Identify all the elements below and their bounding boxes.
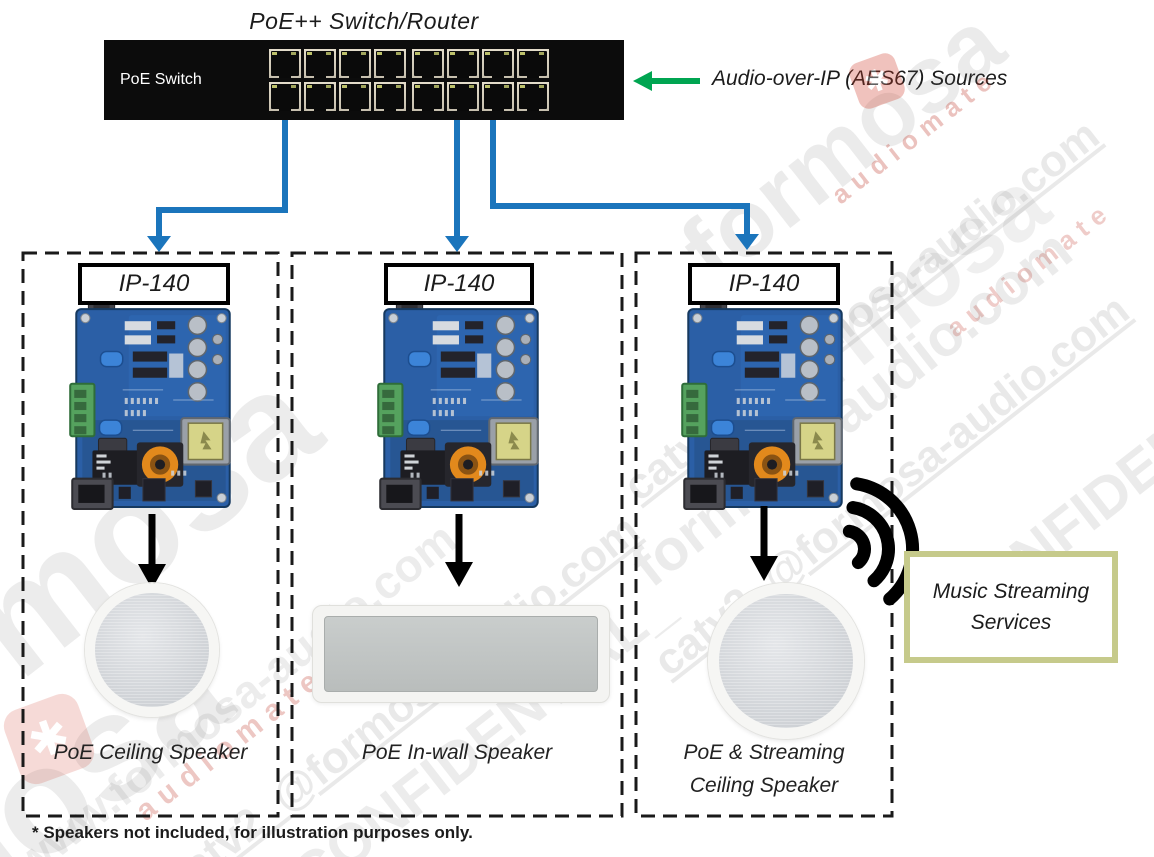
- ceiling-speaker-3: [708, 583, 864, 739]
- zone-caption-3: PoE & Streaming Ceiling Speaker: [636, 736, 892, 802]
- zone-caption-1: PoE Ceiling Speaker: [53, 741, 248, 764]
- watermark-text: formosa: [707, 149, 1068, 464]
- ceiling-speaker-1: [85, 583, 219, 717]
- rj45-port: [269, 82, 301, 111]
- poe-connector-arrowheads: [147, 234, 759, 252]
- footnote: * Speakers not included, for illustratio…: [32, 823, 473, 842]
- rj45-port-hole: [271, 84, 299, 111]
- rj45-port-hole: [306, 51, 334, 78]
- watermark-text: formosa: [662, 0, 1023, 304]
- rj45-port-hole: [414, 51, 442, 78]
- watermark-text: audiomate: [940, 194, 1119, 343]
- music-streaming-line2: Services: [970, 611, 1052, 634]
- speaker-grille: [324, 616, 598, 692]
- zone-caption-3-line1: PoE & Streaming: [683, 741, 845, 764]
- rj45-port-hole: [484, 51, 512, 78]
- rj45-port: [304, 49, 336, 78]
- poe-switch: PoE Switch: [104, 40, 624, 120]
- formosa-logo-watermark: ✱: [0, 689, 99, 789]
- rj45-port: [339, 49, 371, 78]
- rj45-port: [374, 82, 406, 111]
- ip140-pcb-3: [682, 299, 842, 509]
- rj45-port: [412, 82, 444, 111]
- sources-label: Audio-over-IP (AES67) Sources: [712, 67, 1008, 90]
- music-streaming-line1: Music Streaming: [932, 580, 1090, 603]
- pcb-to-speaker-arrows: [148, 506, 768, 566]
- rj45-port-hole: [449, 51, 477, 78]
- speaker-grille: [719, 594, 853, 728]
- rj45-port-hole: [306, 84, 334, 111]
- port-group-1: [269, 49, 406, 111]
- poe-switch-label: PoE Switch: [120, 71, 202, 88]
- device-label-1: IP-140: [78, 263, 230, 305]
- rj45-port: [482, 82, 514, 111]
- sources-arrow: [633, 71, 700, 91]
- rj45-port: [304, 82, 336, 111]
- zone-caption-3-line2: Ceiling Speaker: [689, 774, 839, 797]
- rj45-port: [482, 49, 514, 78]
- rj45-port: [412, 49, 444, 78]
- ip140-pcb-1: [70, 299, 230, 509]
- rj45-port-hole: [414, 84, 442, 111]
- rj45-port: [374, 49, 406, 78]
- rj45-port: [517, 82, 549, 111]
- rj45-port-hole: [376, 84, 404, 111]
- rj45-port-hole: [341, 51, 369, 78]
- diagram-title: PoE++ Switch/Router: [249, 8, 479, 34]
- speaker-grille: [95, 593, 209, 707]
- rj45-port: [447, 49, 479, 78]
- zone-caption-2: PoE In-wall Speaker: [361, 741, 553, 764]
- rj45-port-hole: [519, 84, 547, 111]
- zone-box-2: [290, 251, 624, 818]
- ip140-pcb-2: [378, 299, 538, 509]
- rj45-port-hole: [376, 51, 404, 78]
- inwall-speaker: [312, 605, 610, 703]
- rj45-port-hole: [271, 51, 299, 78]
- rj45-port-hole: [449, 84, 477, 111]
- zone-box-1: [21, 251, 280, 818]
- device-label-2: IP-140: [384, 263, 534, 305]
- watermark-text: catv2_@formosa-audio.com: [614, 110, 1109, 511]
- rj45-port-hole: [341, 84, 369, 111]
- music-streaming-box: Music Streaming Services: [904, 551, 1118, 663]
- device-label-3: IP-140: [688, 263, 840, 305]
- port-group-2: [412, 49, 549, 111]
- rj45-port-hole: [519, 51, 547, 78]
- rj45-port: [269, 49, 301, 78]
- rj45-port: [339, 82, 371, 111]
- rj45-port: [517, 49, 549, 78]
- rj45-port: [447, 82, 479, 111]
- rj45-port-hole: [484, 84, 512, 111]
- poe-connector-lines: [156, 120, 750, 238]
